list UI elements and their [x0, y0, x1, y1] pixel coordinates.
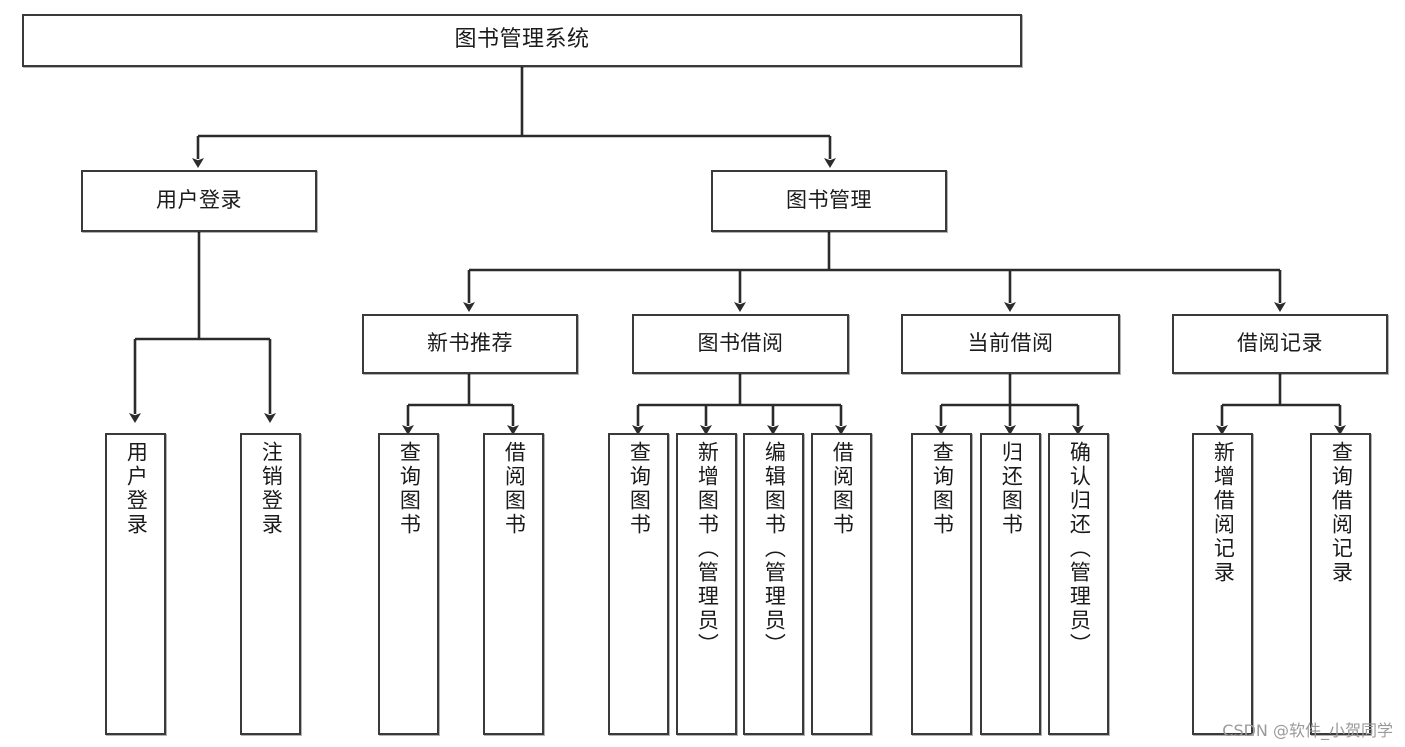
- leaf-query-book-1-label: 查询图书: [397, 441, 422, 537]
- node-book-borrow-label: 图书借阅: [697, 331, 784, 356]
- leaf-borrow-book-1[interactable]: 借阅图书: [483, 433, 544, 735]
- leaf-return-book[interactable]: 归还图书: [980, 433, 1041, 735]
- node-book-manage[interactable]: 图书管理: [711, 170, 947, 232]
- node-user-login-label: 用户登录: [156, 188, 242, 213]
- node-new-book-recommend[interactable]: 新书推荐: [362, 314, 578, 374]
- node-root-system[interactable]: 图书管理系统: [22, 14, 1022, 67]
- leaf-query-book-3-label: 查询图书: [930, 441, 955, 537]
- leaf-confirm-return-label: 确认归还（管理员）: [1067, 441, 1092, 657]
- leaf-borrow-book-2[interactable]: 借阅图书: [811, 433, 872, 735]
- leaf-confirm-return[interactable]: 确认归还（管理员）: [1048, 433, 1109, 735]
- leaf-add-book-label: 新增图书（管理员）: [695, 441, 720, 657]
- leaf-add-record-label: 新增借阅记录: [1211, 441, 1236, 585]
- node-borrow-record[interactable]: 借阅记录: [1172, 314, 1388, 374]
- node-current-borrow[interactable]: 当前借阅: [901, 314, 1120, 374]
- node-root-label: 图书管理系统: [454, 27, 590, 53]
- leaf-user-logout-label: 注销登录: [259, 441, 284, 537]
- node-current-borrow-label: 当前借阅: [967, 331, 1054, 356]
- leaf-add-book[interactable]: 新增图书（管理员）: [676, 433, 737, 735]
- leaf-edit-book-label: 编辑图书（管理员）: [762, 441, 787, 657]
- leaf-user-logout[interactable]: 注销登录: [240, 433, 301, 735]
- leaf-user-login[interactable]: 用户登录: [105, 433, 166, 735]
- leaf-query-book-3[interactable]: 查询图书: [911, 433, 972, 735]
- node-borrow-record-label: 借阅记录: [1237, 331, 1323, 356]
- leaf-query-book-2-label: 查询图书: [627, 441, 652, 537]
- leaf-edit-book[interactable]: 编辑图书（管理员）: [743, 433, 804, 735]
- leaf-borrow-book-1-label: 借阅图书: [502, 441, 527, 537]
- leaf-query-record[interactable]: 查询借阅记录: [1310, 433, 1371, 735]
- csdn-watermark: CSDN @软件_小贺同学: [1222, 721, 1393, 740]
- leaf-add-record[interactable]: 新增借阅记录: [1192, 433, 1253, 735]
- leaf-return-book-label: 归还图书: [999, 441, 1024, 537]
- leaf-query-book-1[interactable]: 查询图书: [378, 433, 439, 735]
- node-book-borrow[interactable]: 图书借阅: [632, 314, 849, 374]
- leaf-borrow-book-2-label: 借阅图书: [830, 441, 855, 537]
- leaf-query-record-label: 查询借阅记录: [1329, 441, 1354, 585]
- node-book-manage-label: 图书管理: [786, 188, 872, 213]
- node-user-login[interactable]: 用户登录: [81, 170, 317, 232]
- node-new-book-recommend-label: 新书推荐: [427, 331, 513, 356]
- leaf-query-book-2[interactable]: 查询图书: [608, 433, 669, 735]
- leaf-user-login-label: 用户登录: [124, 441, 149, 537]
